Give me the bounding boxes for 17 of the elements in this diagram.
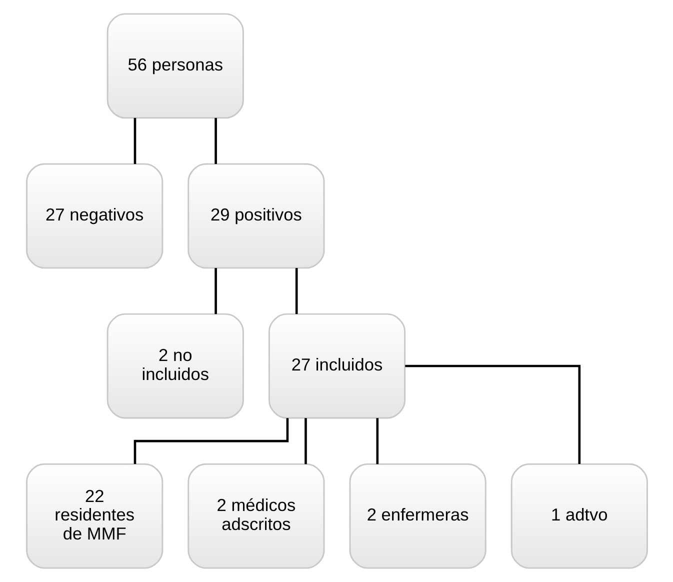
connector bbox=[214, 268, 216, 314]
connector bbox=[133, 118, 136, 164]
node-box: 2 no incluidos bbox=[106, 313, 244, 419]
connector bbox=[304, 418, 306, 464]
node-box: 27 negativos bbox=[26, 163, 163, 269]
node-box: 1 adtvo bbox=[510, 463, 648, 569]
connector bbox=[133, 418, 288, 464]
node-box: 2 médicos adscritos bbox=[187, 463, 324, 569]
connector bbox=[214, 118, 216, 164]
node-box: 22 residentes de MMF bbox=[26, 463, 163, 569]
connector bbox=[294, 268, 298, 314]
node-box: 56 personas bbox=[106, 13, 244, 119]
node-box: 27 incluidos bbox=[268, 313, 406, 419]
connector bbox=[376, 418, 378, 464]
node-box: 29 positivos bbox=[187, 163, 324, 269]
connector bbox=[404, 364, 580, 464]
node-box: 2 enfermeras bbox=[348, 463, 486, 569]
